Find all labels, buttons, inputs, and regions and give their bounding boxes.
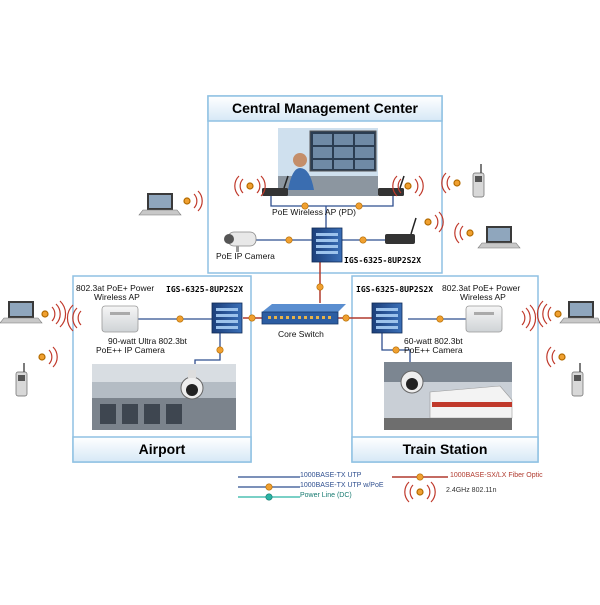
train-switch [371, 302, 403, 334]
wifi-signal-icon [546, 346, 566, 368]
wifi-signal-icon [441, 172, 461, 194]
airport-title: Airport [138, 441, 186, 457]
core-switch [261, 304, 346, 325]
airport-photo [92, 364, 236, 430]
wireless-ap-router-right [378, 175, 405, 196]
train-ap-label-line2: Wireless AP [460, 291, 506, 302]
wifi-signal-icon [183, 190, 203, 212]
phone-icon [571, 363, 584, 397]
train-photo [384, 362, 513, 430]
wifi-signals [38, 172, 566, 368]
train-switch-model: IGS-6325-8UP2S2X [356, 285, 434, 294]
airport-camera-label-line2: PoE++ IP Camera [96, 344, 165, 355]
airport-camera-label-line1: 90-watt Ultra 802.3bt [108, 336, 187, 346]
legend-wifi-icon [404, 481, 436, 503]
wifi-signal-icon [521, 304, 537, 332]
wifi-signal-icon [38, 346, 58, 368]
laptop-icon [138, 193, 182, 216]
legend-power-label: Power Line (DC) [300, 492, 352, 499]
wifi-signal-icon [536, 300, 562, 328]
phone-icon [15, 363, 28, 397]
laptop-icon [477, 226, 521, 249]
legend [238, 473, 448, 503]
airport-switch [211, 302, 243, 334]
airport-ap-label-line2: Wireless AP [94, 291, 140, 302]
legend-fiber-label: 1000BASE-SX/LX Fiber Optic [450, 472, 543, 479]
airport-camera-label: 90-watt Ultra 802.3bt PoE++ IP Camera [96, 337, 187, 355]
train-title: Train Station [402, 441, 488, 457]
wifi-signal-icon [41, 300, 67, 328]
train-camera-label: 60-watt 802.3bt PoE++ Camera [404, 337, 463, 355]
train-ap-label-line1: 802.3at PoE+ Power [442, 283, 521, 293]
phone-icon [472, 164, 485, 198]
wifi-signal-icon [454, 222, 474, 244]
airport-ap [101, 305, 139, 333]
legend-utp-poe-label: 1000BASE-TX UTP w/PoE [300, 482, 384, 489]
wifi-signal-icon [392, 175, 424, 197]
central-switch [311, 227, 343, 263]
wifi-signal-icon [66, 304, 82, 332]
laptop-icon [559, 301, 600, 324]
poe-markers [176, 202, 444, 354]
operator-monitor-photo [278, 128, 378, 196]
central-title: Central Management Center [232, 100, 418, 116]
train-camera-label-line2: PoE++ Camera [404, 344, 463, 355]
wireless-ap-router-left [262, 175, 289, 196]
central-ap-label: PoE Wireless AP (PD) [272, 207, 356, 217]
airport-ap-label-line1: 802.3at PoE+ Power [76, 283, 155, 293]
wifi-signal-icon [424, 211, 444, 233]
train-camera-label-line1: 60-watt 802.3bt [404, 336, 463, 346]
wifi-signal-icon [234, 175, 266, 197]
central-camera-label: PoE IP Camera [216, 251, 275, 261]
legend-wifi-label: 2.4GHz 802.11n [446, 487, 497, 494]
poe-ip-camera [224, 231, 257, 252]
central-switch-model: IGS-6325-8UP2S2X [344, 256, 422, 265]
laptop-icon [0, 301, 43, 324]
train-ap-label: 802.3at PoE+ Power Wireless AP [442, 284, 520, 302]
airport-ap-label: 802.3at PoE+ Power Wireless AP [76, 284, 154, 302]
wireless-ap-router-side [385, 217, 417, 244]
airport-switch-model: IGS-6325-8UP2S2X [166, 285, 244, 294]
train-ap [465, 305, 503, 333]
legend-utp-label: 1000BASE-TX UTP [300, 472, 362, 479]
core-switch-label: Core Switch [278, 329, 324, 339]
